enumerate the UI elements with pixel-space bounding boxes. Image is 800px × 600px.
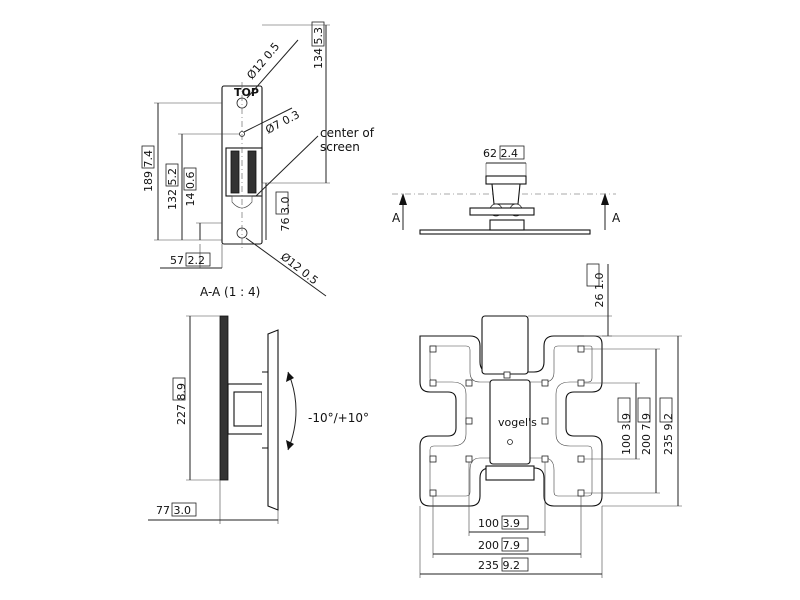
tilt-arc: [287, 371, 297, 451]
dim-v200: 200 7.9: [640, 413, 653, 455]
top-view: A A 62 2.4: [392, 145, 621, 235]
dim-26: 26 1.0: [593, 273, 606, 308]
screen-plate-edge: [419, 229, 591, 235]
screen-plate-side: [267, 329, 279, 511]
screen-side-view: vogel's 26 1.0: [419, 263, 682, 578]
dim-132-box: [165, 163, 179, 187]
bracket-bottom: [485, 465, 535, 481]
vesa-holes: [429, 345, 585, 497]
wall-plate-top: [485, 175, 527, 185]
side-view: 227 8.9 77 3.0 -10°/+10°: [148, 315, 369, 524]
dim-26-box: [586, 263, 600, 287]
dim-57: 57 2.2: [170, 254, 205, 267]
arm-assembly: [491, 183, 521, 205]
dim-h100-box: [501, 515, 529, 530]
dim-77: 77 3.0: [156, 504, 191, 517]
dim-227: 227 8.9: [175, 383, 188, 425]
center-of-screen-line1: center of: [320, 126, 375, 140]
dim-h235: 235 9.2: [478, 559, 520, 572]
dim-227-box: [172, 377, 186, 401]
screen-bracket: [489, 219, 525, 231]
dim-57-box: [185, 252, 211, 267]
section-arrow-left: [399, 193, 407, 205]
section-marker-left: A: [392, 211, 401, 225]
dim-62-box: [499, 145, 525, 160]
dim-14: 14 0.6: [184, 172, 197, 207]
dim-189: 189 7.4: [142, 150, 155, 192]
section-title: A-A (1 : 4): [200, 285, 260, 299]
brand-logo: vogel's: [498, 416, 537, 429]
dim-14-box: [183, 167, 197, 191]
dim-diam-bottom: Ø12 0.5: [278, 250, 320, 287]
arm-inner: [233, 391, 263, 427]
bracket-slot: [231, 195, 253, 209]
wall-plate-side: [219, 315, 229, 481]
top-mark: TOP: [234, 86, 259, 99]
front-view-wall-plate: TOP 189 7.4 132 5.2 14: [141, 21, 375, 299]
dim-76-box: [275, 191, 289, 215]
arm-front: [489, 379, 531, 465]
dim-132: 132 5.2: [166, 168, 179, 210]
bracket-arm-right: [247, 150, 257, 194]
dim-v235-box: [659, 397, 673, 423]
dim-h235-box: [501, 557, 529, 572]
arm-bar: [469, 207, 535, 216]
wall-plate-front: [481, 315, 529, 375]
section-marker-right: A: [612, 211, 621, 225]
dim-62: 62 2.4: [483, 147, 518, 160]
dim-134: 134 5.3: [312, 27, 325, 69]
dim-h200: 200 7.9: [478, 539, 520, 552]
dim-189-box: [141, 145, 155, 169]
dim-76: 76 3.0: [279, 197, 292, 232]
dim-v235: 235 9.2: [662, 413, 675, 455]
dim-134-box: [311, 21, 325, 47]
section-arrow-right: [601, 193, 609, 205]
dim-h100: 100 3.9: [478, 517, 520, 530]
dim-v100-box: [617, 397, 631, 423]
dim-v200-box: [637, 397, 651, 423]
dim-h200-box: [501, 537, 529, 552]
dim-v100: 100 3.9: [620, 413, 633, 455]
tilt-range: -10°/+10°: [308, 411, 369, 425]
dim-77-box: [171, 502, 197, 517]
center-of-screen-line2: screen: [320, 140, 360, 154]
dim-diam-top: Ø12 0.5: [244, 40, 282, 82]
bracket-arm-left: [230, 150, 240, 194]
